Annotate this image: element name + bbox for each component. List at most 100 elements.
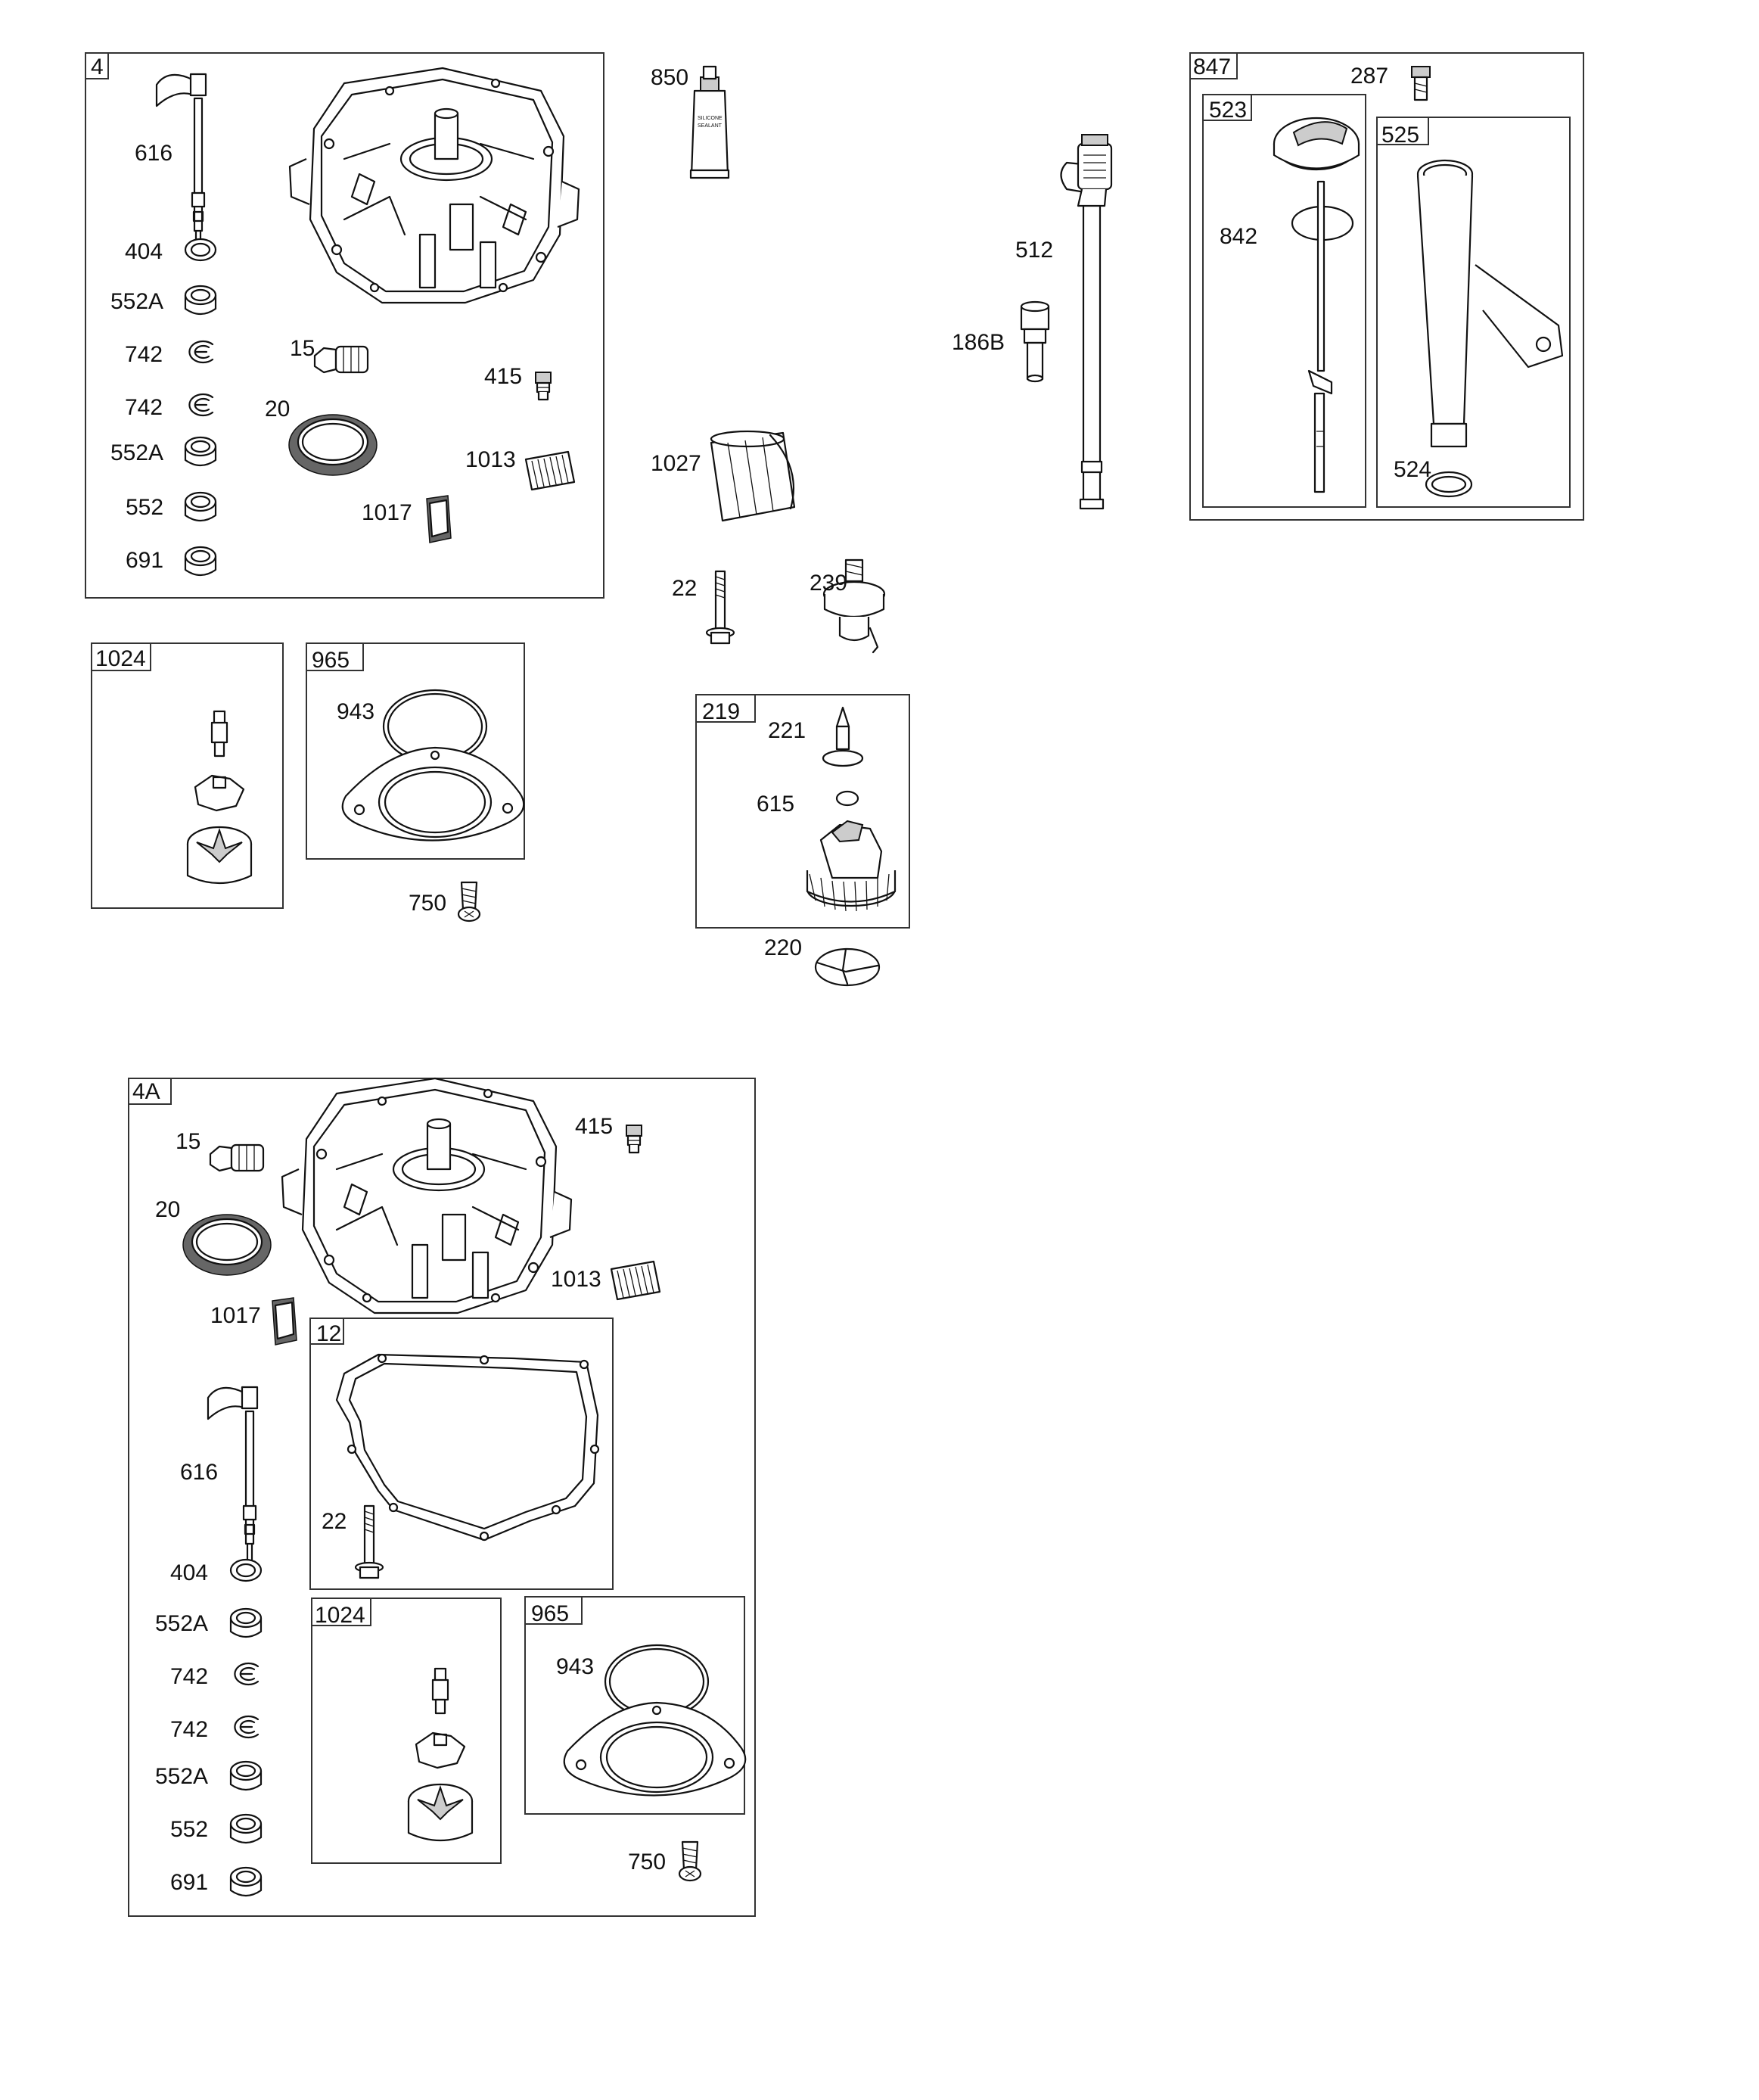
sealant-label-line2: SEALANT bbox=[698, 123, 723, 129]
callout-221: 221 bbox=[768, 718, 806, 743]
box-847-label: 847 bbox=[1193, 54, 1231, 79]
part-239-oil-sensor bbox=[822, 558, 886, 654]
callout-15: 15 bbox=[290, 336, 315, 361]
part-1013-screen bbox=[610, 1260, 661, 1301]
assembly-box-847: 847 287 523 842 525 bbox=[1189, 52, 1584, 521]
callout-691: 691 bbox=[170, 1870, 208, 1895]
part-12-gasket bbox=[335, 1353, 600, 1542]
part-404-ring bbox=[229, 1558, 263, 1582]
box-4-label: 4 bbox=[91, 54, 104, 79]
callout-22: 22 bbox=[672, 576, 697, 601]
callout-850: 850 bbox=[651, 65, 688, 90]
part-22-bolt bbox=[705, 570, 735, 645]
part-552a-sleeve bbox=[184, 436, 217, 467]
part-552a-sleeve bbox=[184, 285, 217, 316]
callout-186b: 186B bbox=[952, 330, 1005, 355]
callout-524: 524 bbox=[1394, 457, 1431, 482]
callout-742: 742 bbox=[125, 342, 163, 367]
callout-742: 742 bbox=[170, 1664, 208, 1689]
callout-1017: 1017 bbox=[362, 500, 412, 525]
callout-15: 15 bbox=[176, 1129, 200, 1154]
part-1017-tab bbox=[271, 1296, 298, 1346]
callout-415: 415 bbox=[484, 364, 522, 389]
part-525-oil-fill-tube bbox=[1416, 159, 1564, 498]
callout-691: 691 bbox=[126, 548, 163, 573]
part-750-screw bbox=[457, 881, 481, 922]
part-15-plug bbox=[209, 1143, 265, 1172]
callout-20: 20 bbox=[155, 1197, 180, 1222]
callout-1027: 1027 bbox=[651, 451, 701, 476]
callout-404: 404 bbox=[170, 1560, 208, 1585]
callout-616: 616 bbox=[180, 1460, 218, 1485]
callout-287: 287 bbox=[1350, 64, 1388, 89]
callout-22: 22 bbox=[322, 1509, 347, 1534]
callout-552: 552 bbox=[170, 1817, 208, 1842]
box-12-label: 12 bbox=[316, 1321, 341, 1346]
callout-512: 512 bbox=[1015, 238, 1053, 263]
part-1017-tab bbox=[425, 494, 452, 544]
part-742-eclip bbox=[234, 1715, 259, 1739]
part-20-seal bbox=[182, 1213, 272, 1277]
part-20-seal bbox=[287, 413, 378, 477]
part-4-sump-cover bbox=[288, 67, 580, 304]
callout-1017: 1017 bbox=[210, 1303, 261, 1328]
part-22-bolt bbox=[354, 1504, 384, 1579]
callout-943: 943 bbox=[556, 1654, 594, 1679]
box-525-label: 525 bbox=[1381, 123, 1419, 148]
box-1024-label: 1024 bbox=[315, 1603, 365, 1628]
callout-742: 742 bbox=[125, 395, 163, 420]
assembly-box-4a: 4A 15 415 20 1013 1017 616 404 552A 742 … bbox=[128, 1077, 756, 1917]
assembly-box-4: 4 616 404 552A 742 742 552A 552 691 15 2… bbox=[85, 52, 604, 599]
part-186b-fitting bbox=[1020, 300, 1050, 383]
callout-220: 220 bbox=[764, 935, 802, 960]
part-552a-sleeve bbox=[229, 1607, 263, 1638]
part-552a-sleeve bbox=[229, 1760, 263, 1791]
callout-750: 750 bbox=[409, 891, 446, 916]
part-1024-oil-pump bbox=[407, 1667, 474, 1842]
callout-415: 415 bbox=[575, 1114, 613, 1139]
sealant-label-line1: SILICONE bbox=[698, 116, 723, 121]
part-1027-oil-filter bbox=[710, 430, 796, 522]
callout-552a: 552A bbox=[155, 1611, 208, 1636]
callout-615: 615 bbox=[757, 792, 794, 817]
part-523-dipstick bbox=[1273, 117, 1360, 493]
box-1024-label: 1024 bbox=[95, 646, 146, 671]
callout-742: 742 bbox=[170, 1717, 208, 1742]
callout-239: 239 bbox=[810, 571, 847, 596]
part-552-sleeve bbox=[184, 491, 217, 522]
callout-1013: 1013 bbox=[551, 1267, 601, 1292]
part-1024-oil-pump bbox=[186, 710, 253, 885]
box-965-label: 965 bbox=[531, 1601, 569, 1626]
part-221-pin bbox=[822, 706, 864, 767]
part-415-bolt bbox=[534, 371, 552, 401]
callout-552: 552 bbox=[126, 495, 163, 520]
box-965-label: 965 bbox=[312, 648, 350, 673]
part-742-eclip bbox=[234, 1662, 259, 1686]
callout-552a: 552A bbox=[110, 440, 163, 465]
callout-20: 20 bbox=[265, 397, 290, 422]
assembly-box-965: 965 943 bbox=[306, 642, 525, 860]
callout-750: 750 bbox=[628, 1850, 666, 1874]
part-15-plug bbox=[313, 345, 369, 374]
callout-616: 616 bbox=[135, 141, 172, 166]
callout-552a: 552A bbox=[155, 1764, 208, 1789]
part-404-ring bbox=[184, 238, 217, 262]
part-750-screw bbox=[678, 1840, 702, 1882]
part-512-dipstick-tube bbox=[1060, 134, 1113, 510]
box-219-label: 219 bbox=[702, 699, 740, 724]
callout-1013: 1013 bbox=[465, 447, 516, 472]
part-742-eclip bbox=[188, 393, 214, 417]
part-552-sleeve bbox=[229, 1813, 263, 1844]
part-615-ring bbox=[835, 790, 859, 807]
part-691-sleeve bbox=[184, 546, 217, 577]
box-4a-label: 4A bbox=[132, 1079, 160, 1104]
part-220-washer bbox=[814, 947, 881, 987]
part-850-sealant-tube: SILICONE SEALANT bbox=[689, 65, 730, 179]
callout-842: 842 bbox=[1220, 224, 1257, 249]
assembly-box-219: 219 221 615 bbox=[695, 694, 910, 929]
part-742-eclip bbox=[188, 340, 214, 364]
callout-404: 404 bbox=[125, 239, 163, 264]
part-1013-screen bbox=[524, 450, 576, 491]
callout-552a: 552A bbox=[110, 289, 163, 314]
